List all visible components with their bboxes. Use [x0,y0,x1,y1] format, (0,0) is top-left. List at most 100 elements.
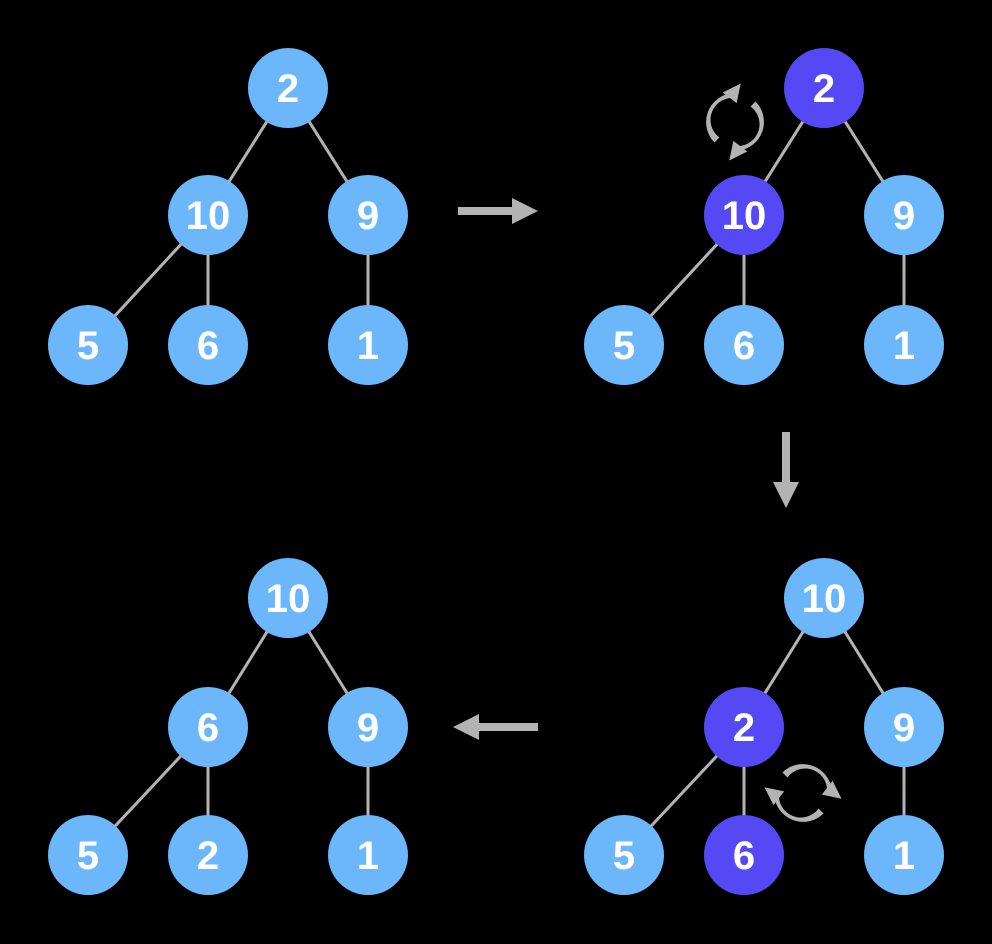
node-label: 5 [77,834,99,878]
tree-node-9[interactable]: 9 [864,687,944,767]
tree-edges [112,118,370,319]
node-label: 1 [893,324,915,368]
node-label: 9 [893,706,915,750]
tree-final-nodes: 10 6 9 5 2 1 [48,558,408,895]
node-circle [864,305,944,385]
node-circle [248,558,328,638]
flow-arrow-down [773,432,799,508]
node-circle [704,305,784,385]
tree-initial-nodes: 2 10 9 5 6 1 [48,48,408,385]
tree-edge [842,628,886,697]
node-label: 5 [613,834,635,878]
node-circle [864,687,944,767]
tree-node-2[interactable]: 2 [784,48,864,128]
node-label: 10 [266,577,311,621]
tree-node-9[interactable]: 9 [864,175,944,255]
node-circle [704,687,784,767]
node-label: 5 [77,324,99,368]
tree-edge [762,628,806,697]
edges-layer [112,118,906,829]
node-circle [864,175,944,255]
tree-node-1[interactable]: 1 [864,815,944,895]
tree-node-5[interactable]: 5 [48,305,128,385]
node-circle [168,815,248,895]
node-label: 2 [733,706,755,750]
flow-arrows-layer [453,198,799,740]
node-circle [328,175,408,255]
tree-node-10[interactable]: 10 [248,558,328,638]
node-circle [704,815,784,895]
tree-edge [112,753,184,829]
tree-edges [112,628,370,829]
node-circle [48,305,128,385]
tree-node-5[interactable]: 5 [584,815,664,895]
tree-node-1[interactable]: 1 [328,815,408,895]
tree-edge [306,628,350,697]
tree-edges [648,118,906,319]
tree-node-5[interactable]: 5 [48,815,128,895]
node-circle [48,815,128,895]
node-label: 2 [197,834,219,878]
node-label: 9 [893,194,915,238]
tree-node-10[interactable]: 10 [784,558,864,638]
tree-node-6[interactable]: 6 [704,305,784,385]
node-label: 9 [357,194,379,238]
swap-arrowhead-upper [722,83,741,104]
tree-node-2[interactable]: 2 [168,815,248,895]
arrow-shaft [782,432,790,482]
tree-edge [306,118,350,185]
tree-edge [226,118,270,185]
node-circle [704,175,784,255]
flow-arrow-right [458,198,538,224]
tree-node-6[interactable]: 6 [168,305,248,385]
arrow-shaft [458,207,512,215]
tree-node-1[interactable]: 1 [328,305,408,385]
node-label: 10 [802,577,847,621]
node-circle [168,687,248,767]
tree-edge [842,118,886,185]
node-label: 10 [186,194,231,238]
node-circle [328,815,408,895]
node-label: 10 [722,194,767,238]
tree-node-6[interactable]: 6 [704,815,784,895]
swap-icon [706,83,764,161]
node-label: 5 [613,324,635,368]
nodes-layer: 2 10 9 5 6 1 2 10 9 5 6 1 10 2 9 5 6 1 10 6 9 5 2 1 [48,48,944,895]
tree-node-9[interactable]: 9 [328,175,408,255]
node-label: 6 [197,324,219,368]
tree-node-6[interactable]: 6 [168,687,248,767]
arrow-head [773,482,799,508]
node-label: 1 [357,834,379,878]
tree-edge [648,753,720,829]
flow-arrow-left [453,714,538,740]
node-label: 6 [197,706,219,750]
tree-node-1[interactable]: 1 [864,305,944,385]
node-label: 6 [733,834,755,878]
tree-node-5[interactable]: 5 [584,305,664,385]
node-circle [328,687,408,767]
tree-node-9[interactable]: 9 [328,687,408,767]
swap-arc-lower [774,791,824,822]
node-circle [328,305,408,385]
arrow-head [453,714,479,740]
node-label: 2 [813,67,835,111]
swap-arrowhead-upper [821,780,842,799]
node-label: 1 [357,324,379,368]
arrow-shaft [479,723,538,731]
node-circle [864,815,944,895]
arrow-head [512,198,538,224]
tree-node-10[interactable]: 10 [704,175,784,255]
swap-arrowhead-lower [729,140,748,161]
swap-icon [764,764,842,822]
tree-node-2[interactable]: 2 [248,48,328,128]
tree-node-10[interactable]: 10 [168,175,248,255]
node-circle [248,48,328,128]
tree-swap-left-leaf-nodes: 10 2 9 5 6 1 [584,558,944,895]
node-circle [784,48,864,128]
tree-node-2[interactable]: 2 [704,687,784,767]
node-circle [168,305,248,385]
swap-arrowhead-lower [764,787,785,806]
swap-icons-layer [706,83,842,822]
tree-edge [226,628,270,697]
